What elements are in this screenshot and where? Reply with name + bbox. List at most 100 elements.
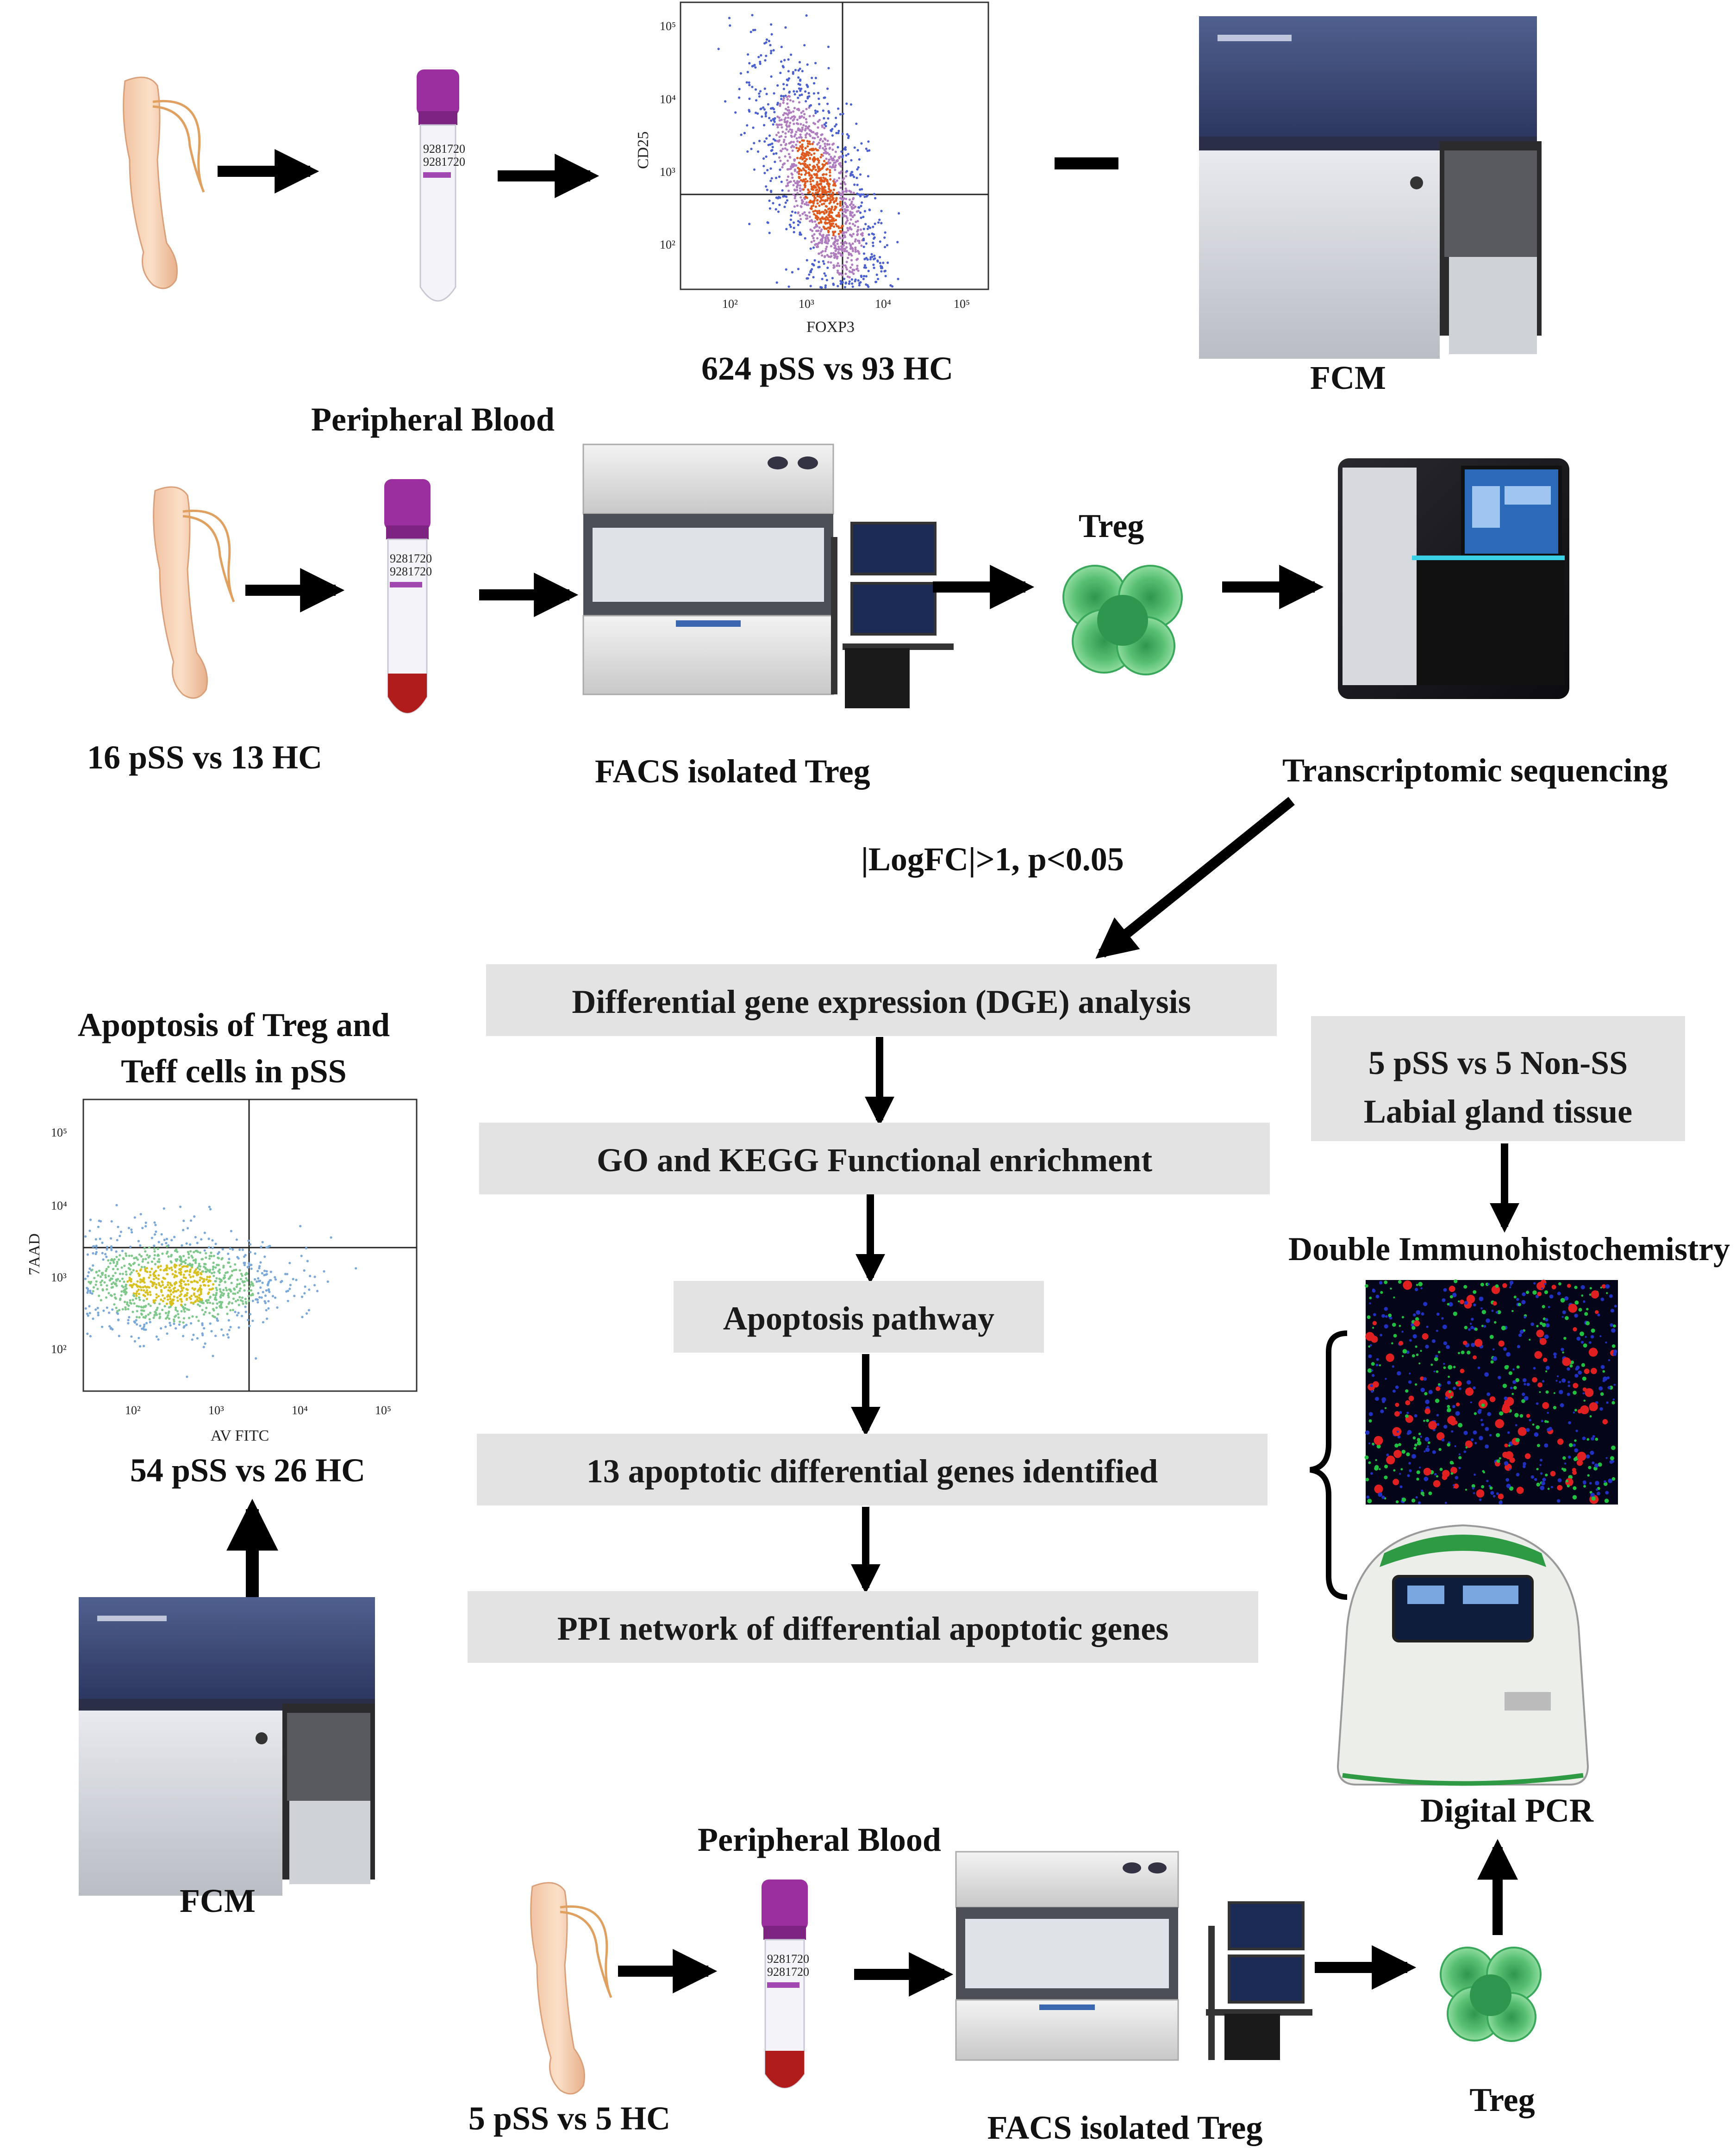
ihc-stain-dot (1564, 1462, 1567, 1465)
ihc-stain-dot (1485, 1444, 1489, 1449)
ihc-stain-dot (1577, 1409, 1582, 1414)
scatter-dot (179, 1294, 181, 1297)
scatter-dot (98, 1294, 100, 1297)
ihc-stain-dot (1458, 1453, 1461, 1455)
scatter-dot (178, 1320, 181, 1323)
scatter-dot (148, 1246, 150, 1249)
ihc-stain-dot (1567, 1380, 1570, 1384)
ihc-stain-dot (1436, 1414, 1439, 1417)
row3-count: 5 pSS vs 5 HC (468, 2100, 670, 2137)
scatter-dot (864, 266, 867, 269)
ihc-stain-dot (1423, 1302, 1428, 1306)
scatter-dot (834, 161, 837, 164)
scatter-dot (797, 69, 800, 72)
ihc-stain-dot (1578, 1308, 1582, 1312)
scatter-dot (227, 1296, 230, 1299)
ihc-stain-dot (1519, 1330, 1524, 1334)
ihc-stain-dot (1441, 1317, 1444, 1320)
scatter-dot (780, 181, 783, 183)
y-tick: 10² (660, 238, 675, 251)
ihc-stain-dot (1474, 1327, 1478, 1331)
scatter-dot (760, 54, 762, 57)
ihc-stain-dot (1448, 1365, 1453, 1370)
scatter-dot (824, 125, 827, 127)
ihc-stain-dot (1423, 1467, 1431, 1476)
scatter-dot (160, 1298, 162, 1301)
scatter-dot (848, 198, 851, 201)
ihc-stain-dot (1421, 1489, 1424, 1492)
ihc-stain-dot (1415, 1383, 1418, 1386)
scatter-dot (89, 1289, 92, 1293)
ihc-stain-dot (1420, 1350, 1422, 1352)
ihc-stain-dot (1521, 1300, 1526, 1305)
scatter-dot (832, 222, 835, 225)
scatter-dot (129, 1245, 132, 1248)
scatter-dot (845, 170, 849, 173)
scatter-dot (826, 102, 829, 105)
scatter-dot (118, 1309, 121, 1311)
scatter-dot (835, 239, 837, 242)
arm-illustration (153, 486, 235, 699)
scatter-dot (780, 94, 783, 97)
ihc-stain-dot (1488, 1485, 1491, 1487)
scatter-dot (863, 210, 866, 212)
scatter-dot (139, 1286, 142, 1289)
scatter-dot (857, 279, 860, 282)
scatter-dot (787, 285, 790, 288)
scatter-dot (220, 1292, 223, 1294)
scatter-dot (250, 1283, 252, 1286)
scatter-dot (246, 1272, 249, 1275)
scatter-dot (142, 1306, 145, 1309)
scatter-dot (792, 141, 795, 144)
scatter-dot (148, 1276, 150, 1279)
scatter-dot (276, 1306, 279, 1309)
scatter-dot (883, 236, 886, 239)
scatter-dot (851, 285, 854, 288)
ihc-stain-dot (1415, 1345, 1418, 1348)
scatter-dot (205, 1256, 207, 1259)
ihc-stain-dot (1516, 1473, 1520, 1477)
ihc-stain-dot (1504, 1461, 1509, 1466)
ihc-stain-dot (1393, 1389, 1396, 1393)
scatter-dot (812, 210, 815, 213)
scatter-dot (813, 137, 816, 140)
scatter-dot (184, 1261, 187, 1265)
scatter-dot (127, 1322, 130, 1324)
scatter-dot (863, 257, 866, 260)
ihc-stain-dot (1481, 1324, 1484, 1327)
ihc-stain-dot (1448, 1390, 1451, 1393)
ihc-stain-dot (1388, 1313, 1392, 1318)
scatter-dot (798, 172, 800, 175)
scatter-dot (802, 110, 805, 112)
scatter-dot (788, 91, 791, 94)
scatter-dot (860, 216, 862, 219)
scatter-dot (827, 161, 830, 163)
scatter-dot (168, 1267, 171, 1270)
ihc-stain-dot (1600, 1365, 1605, 1369)
scatter-dot (803, 203, 806, 206)
ihc-stain-dot (1565, 1316, 1569, 1320)
scatter-dot (173, 1276, 176, 1279)
scatter-dot (154, 1224, 157, 1226)
scatter-dot (827, 240, 830, 243)
scatter-dot (154, 1286, 157, 1288)
scatter-dot (779, 104, 781, 107)
scatter-dot (124, 1308, 127, 1311)
ihc-stain-dot (1481, 1403, 1485, 1407)
ihc-stain-dot (1589, 1402, 1598, 1411)
scatter-dot (247, 1318, 250, 1321)
scatter-dot (165, 1302, 168, 1305)
scatter-dot (138, 1299, 141, 1301)
scatter-dot (844, 198, 848, 200)
scatter-dot (251, 1293, 254, 1295)
ihc-stain-dot (1455, 1381, 1458, 1385)
scatter-dot (180, 1263, 182, 1266)
scatter-dot (830, 252, 833, 255)
scatter-dot (834, 235, 837, 238)
scatter-dot (830, 189, 832, 192)
ihc-stain-dot (1372, 1327, 1374, 1329)
scatter-dot (872, 258, 875, 261)
scatter-dot (122, 1257, 125, 1260)
scatter-dot (236, 1278, 239, 1281)
scatter-dot (130, 1228, 133, 1231)
